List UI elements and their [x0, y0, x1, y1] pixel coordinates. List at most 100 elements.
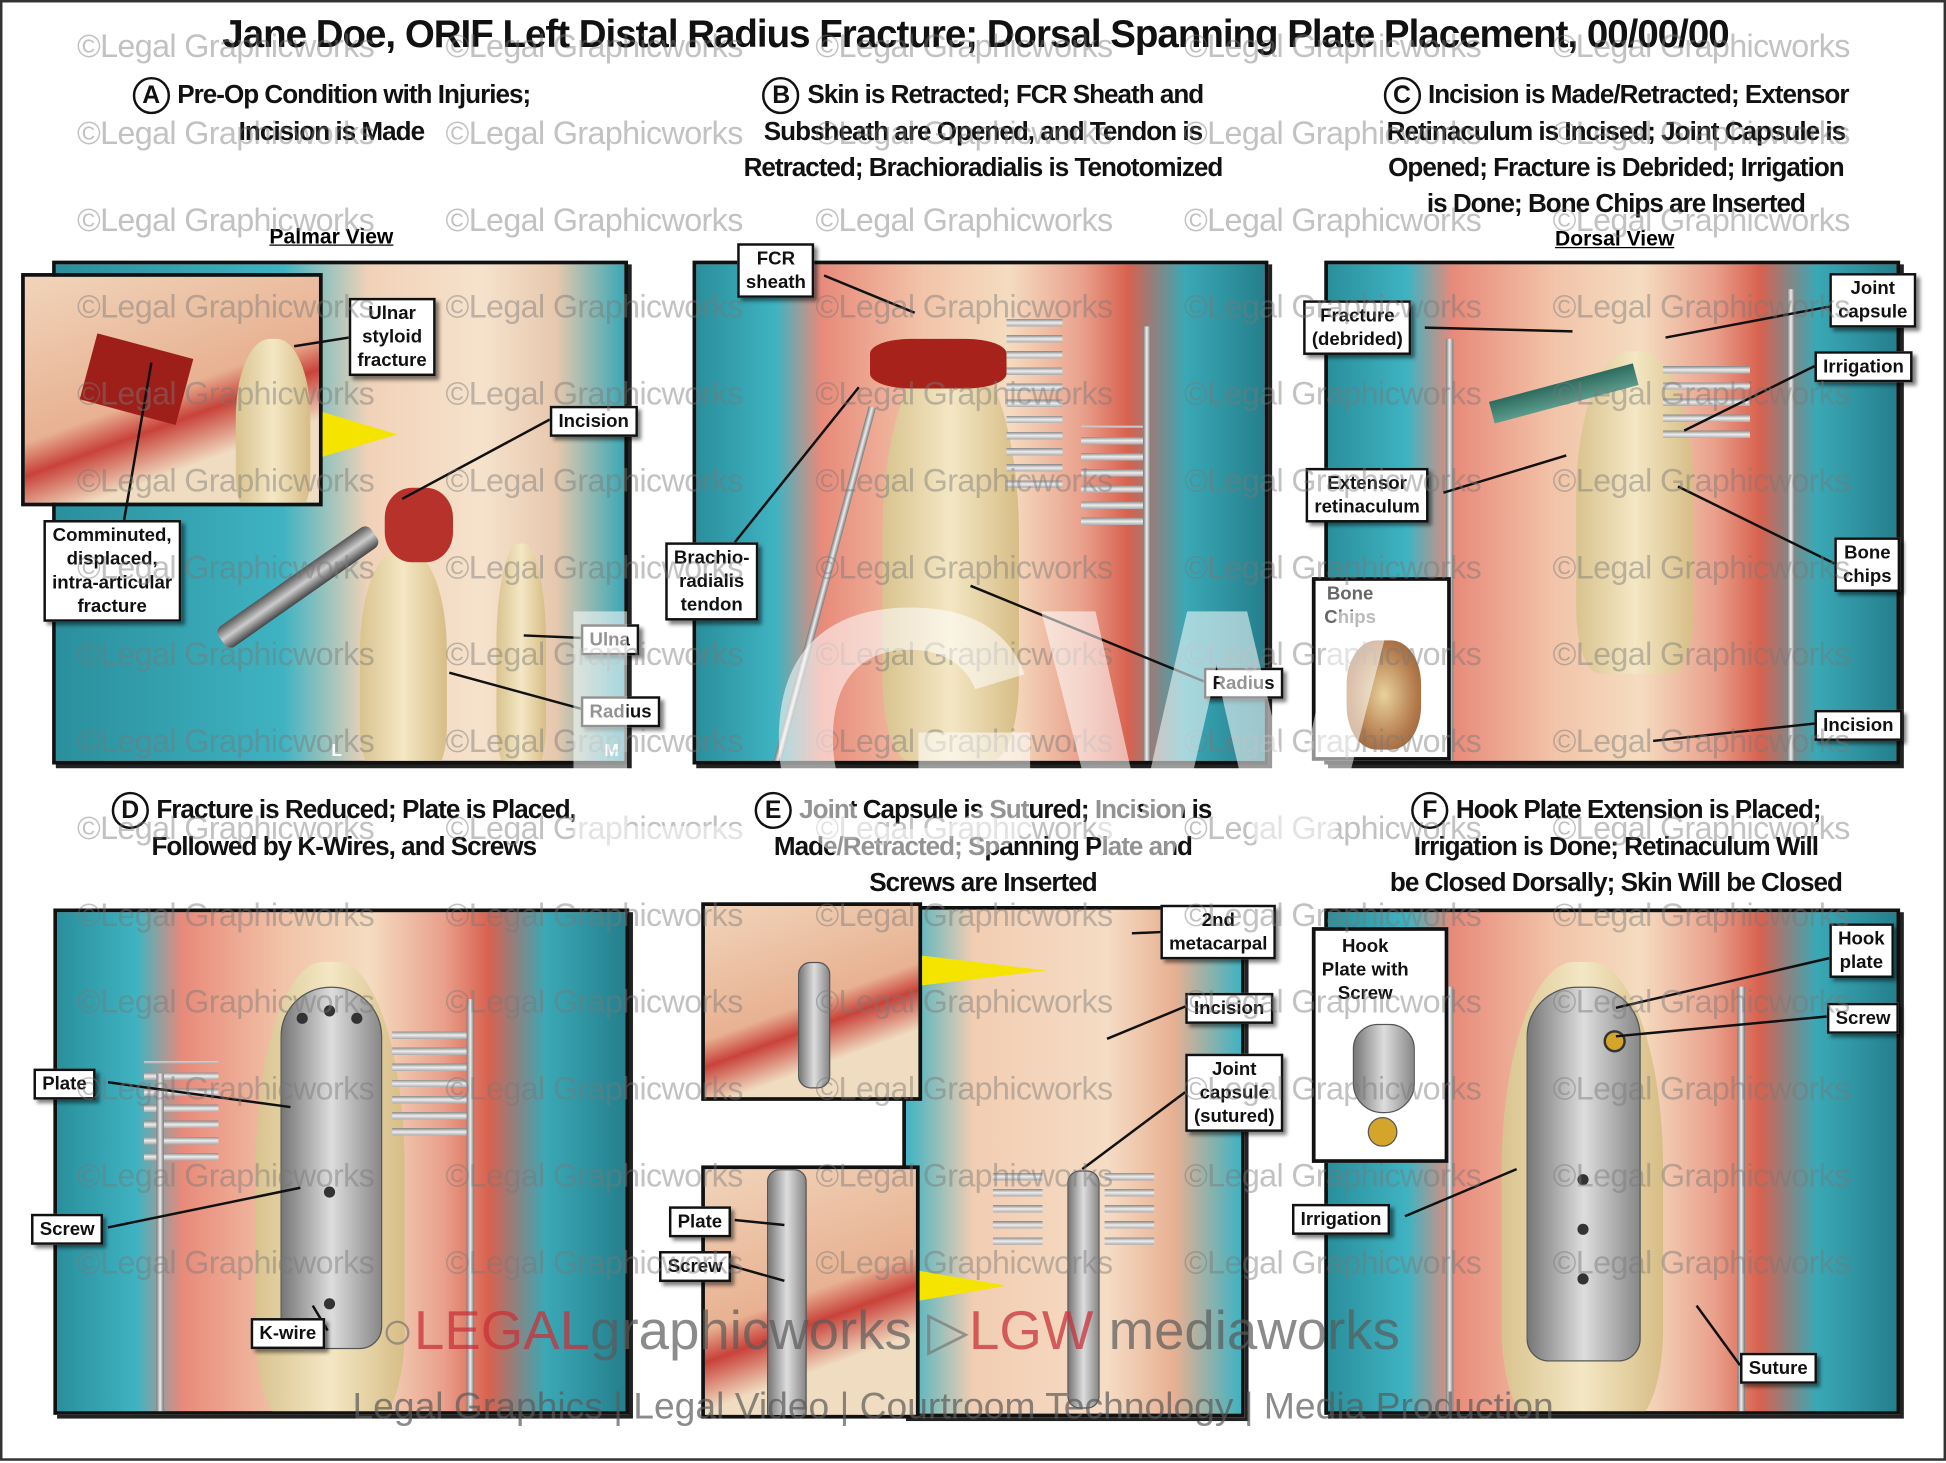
section-e-line2: Made/Retracted; Spanning Plate and — [773, 833, 1193, 862]
section-c-letter: C — [1383, 77, 1421, 115]
section-a-line2: Incision is Made — [238, 118, 425, 148]
hook-plate-screw — [1603, 1030, 1626, 1053]
label-screw: Screw — [31, 1213, 104, 1245]
footer-brand: ○LEGALgraphicworks ▷LGW mediaworks — [381, 1299, 1400, 1362]
page-title: Jane Doe, ORIF Left Distal Radius Fractu… — [222, 12, 1729, 56]
screw-hole — [323, 1298, 336, 1310]
retractor — [392, 1023, 467, 1136]
label-screw: Screw — [659, 1251, 732, 1283]
spanning-plate — [766, 1169, 807, 1415]
retractor-rod — [466, 999, 475, 1412]
label-fracture-debrided: Fracture (debrided) — [1303, 300, 1412, 355]
inset-bone-chips-title: Bone Chips — [1324, 583, 1376, 628]
label-screw: Screw — [1826, 1002, 1900, 1034]
spanning-plate — [798, 961, 831, 1089]
corner-l: L — [331, 739, 343, 760]
callout-pointer — [922, 955, 1047, 986]
corner-m: M — [604, 739, 619, 760]
section-b-letter: B — [762, 77, 800, 115]
label-ulnar-styloid-fracture: Ulnar styloid fracture — [348, 297, 436, 377]
screw-image — [1367, 1116, 1398, 1147]
panel-e-bottom-inset — [701, 1165, 920, 1419]
watermark-text: ©Legal Graphicworks — [815, 201, 1113, 239]
panel-a-inset — [21, 273, 323, 507]
scalpel — [214, 523, 382, 651]
retractor-rod — [1737, 986, 1745, 1412]
section-d-line1: Fracture is Reduced; Plate is Placed, — [156, 795, 577, 825]
ulna-bone — [496, 543, 547, 761]
hook-plate-inset — [1311, 927, 1449, 1163]
section-f-line3: be Closed Dorsally; Skin Will be Closed — [1389, 869, 1843, 898]
brand-graphicworks: graphicworks — [590, 1300, 912, 1362]
section-f-line1: Hook Plate Extension is Placed; — [1455, 795, 1822, 825]
retractor — [143, 1061, 219, 1161]
inset-hook-plate-title: Hook Plate with Screw — [1321, 935, 1409, 1005]
label-comminuted-fracture: Comminuted, displaced, intra-articular f… — [43, 520, 181, 622]
label-irrigation: Irrigation — [1814, 351, 1913, 383]
label-incision: Incision — [1185, 992, 1273, 1024]
section-b-line3: Retracted; Brachioradialis is Tenotomize… — [743, 154, 1224, 184]
label-k-wire: K-wire — [250, 1318, 325, 1350]
label-plate: Plate — [668, 1206, 731, 1238]
footer-tagline: Legal Graphics | Legal Video | Courtroom… — [352, 1386, 1554, 1428]
label-radius: Radius — [580, 696, 661, 728]
screw-hole — [1577, 1273, 1589, 1285]
watermark-text: ©Legal Graphicworks — [445, 201, 744, 239]
magnifier-icon: ○ — [381, 1300, 415, 1362]
label-ulna: Ulna — [580, 624, 639, 656]
section-b-line2: Subsheath are Opened, and Tendon is — [763, 118, 1203, 148]
screw-hole — [323, 1186, 336, 1198]
retractor — [1663, 363, 1750, 439]
screw-hole — [296, 1012, 308, 1024]
brand-legal: LEGAL — [414, 1300, 591, 1362]
label-hook-plate: Hook plate — [1829, 923, 1894, 978]
bone-chips-inset — [1311, 577, 1451, 761]
retractor — [1104, 1170, 1155, 1245]
section-b-line1: Skin is Retracted; FCR Sheath and — [807, 80, 1204, 110]
panel-e-top-inset — [701, 902, 923, 1101]
label-incision: Incision — [1814, 709, 1903, 741]
screw-hole — [1577, 1223, 1589, 1235]
section-e-line1: Joint Capsule is Sutured; Incision is — [799, 795, 1212, 825]
label-extensor-retinaculum: Extensor retinaculum — [1305, 467, 1429, 523]
panel-e-illustration — [902, 906, 1245, 1418]
comminuted-fracture — [79, 333, 194, 425]
label-incision: Incision — [549, 405, 638, 437]
section-c-line3: Opened; Fracture is Debrided; Irrigation — [1388, 154, 1845, 184]
section-a-letter: A — [132, 77, 170, 115]
retractor — [992, 1170, 1043, 1245]
section-d-line2: Followed by K-Wires, and Screws — [151, 833, 537, 862]
hook-plate-image — [1352, 1023, 1415, 1114]
fracture-site — [384, 487, 454, 563]
play-icon: ▷ — [926, 1300, 969, 1362]
label-fcr-sheath: FCR sheath — [737, 243, 815, 298]
section-f-line2: Irrigation is Done; Retinaculum Will — [1413, 833, 1819, 862]
section-c-line4: is Done; Bone Chips are Inserted — [1426, 190, 1806, 219]
retractor-rod — [1445, 338, 1454, 761]
palmar-view-label: Palmar View — [269, 224, 394, 249]
radius-bone — [359, 549, 447, 761]
label-joint-capsule: Joint capsule — [1829, 273, 1917, 328]
label-plate: Plate — [33, 1068, 96, 1100]
label-irrigation: Irrigation — [1291, 1203, 1391, 1235]
brand-lgw: LGW — [968, 1300, 1094, 1362]
callout-pointer — [919, 1270, 1007, 1301]
brand-mediaworks: mediaworks — [1108, 1300, 1400, 1362]
label-2nd-metacarpal: 2nd metacarpal — [1160, 904, 1277, 960]
retractor-rod — [1143, 326, 1151, 761]
dorsal-view-label: Dorsal View — [1555, 227, 1675, 251]
section-d-letter: D — [111, 792, 149, 830]
panel-b-illustration — [692, 260, 1269, 765]
section-e-line3: Screws are Inserted — [869, 869, 1097, 898]
label-radius: Radius — [1203, 667, 1284, 699]
screw-hole — [1577, 1174, 1589, 1186]
label-brachioradialis-tendon: Brachio- radialis tendon — [665, 542, 759, 621]
label-suture: Suture — [1740, 1352, 1817, 1384]
label-joint-capsule-sutured: Joint capsule (sutured) — [1185, 1053, 1284, 1132]
section-f-letter: F — [1411, 792, 1449, 830]
fracture-site — [870, 338, 1007, 389]
